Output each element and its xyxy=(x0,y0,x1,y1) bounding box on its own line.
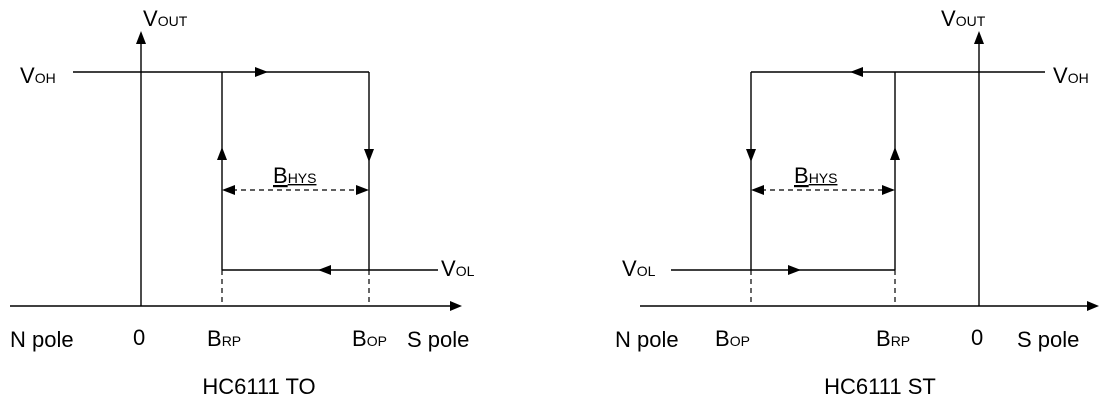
y-axis-arrow-st xyxy=(974,31,984,44)
vol-label-to: VOL xyxy=(441,256,475,281)
hys-arrow-right-icon xyxy=(882,185,895,195)
origin-label-to: 0 xyxy=(133,325,145,350)
origin-label-st: 0 xyxy=(971,325,983,350)
voh-label-to: VOH xyxy=(20,63,56,88)
arrow-up-icon xyxy=(890,147,900,160)
vout-label-st: VOUT xyxy=(941,6,986,31)
vout-label-to: VOUT xyxy=(143,6,188,31)
hys-arrow-left-icon xyxy=(222,185,235,195)
y-axis-arrow-to xyxy=(136,31,146,44)
arrow-right-icon xyxy=(255,67,268,77)
arrow-right-icon xyxy=(788,265,801,275)
diagram-st: VOUT VOH VOL BHYS N pole BOP BRP 0 S pol… xyxy=(615,6,1099,399)
hys-arrow-right-icon xyxy=(356,185,369,195)
n-pole-label-st: N pole xyxy=(615,327,679,352)
voh-label-st: VOH xyxy=(1053,63,1089,88)
caption-st: HC6111 ST xyxy=(824,374,936,399)
bop-label-st: BOP xyxy=(715,326,750,351)
diagram-to: VOUT VOH VOL BHYS N pole 0 BRP BOP S pol… xyxy=(10,6,475,399)
bhys-label-st: BHYS xyxy=(794,163,837,188)
vol-label-st: VOL xyxy=(622,256,656,281)
bop-label-to: BOP xyxy=(352,326,387,351)
n-pole-label-to: N pole xyxy=(10,327,74,352)
s-pole-label-to: S pole xyxy=(407,327,469,352)
brp-label-st: BRP xyxy=(876,326,910,351)
arrow-up-icon xyxy=(217,147,227,160)
x-axis-arrow-st xyxy=(1087,301,1099,311)
s-pole-label-st: S pole xyxy=(1017,327,1079,352)
brp-label-to: BRP xyxy=(207,326,241,351)
arrow-down-icon xyxy=(746,149,756,162)
hys-arrow-left-icon xyxy=(751,185,764,195)
arrow-left-icon xyxy=(850,67,863,77)
arrow-left-icon xyxy=(318,265,331,275)
bhys-label-to: BHYS xyxy=(273,163,316,188)
arrow-down-icon xyxy=(364,149,374,162)
caption-to: HC6111 TO xyxy=(202,374,315,399)
x-axis-arrow-to xyxy=(450,301,462,311)
